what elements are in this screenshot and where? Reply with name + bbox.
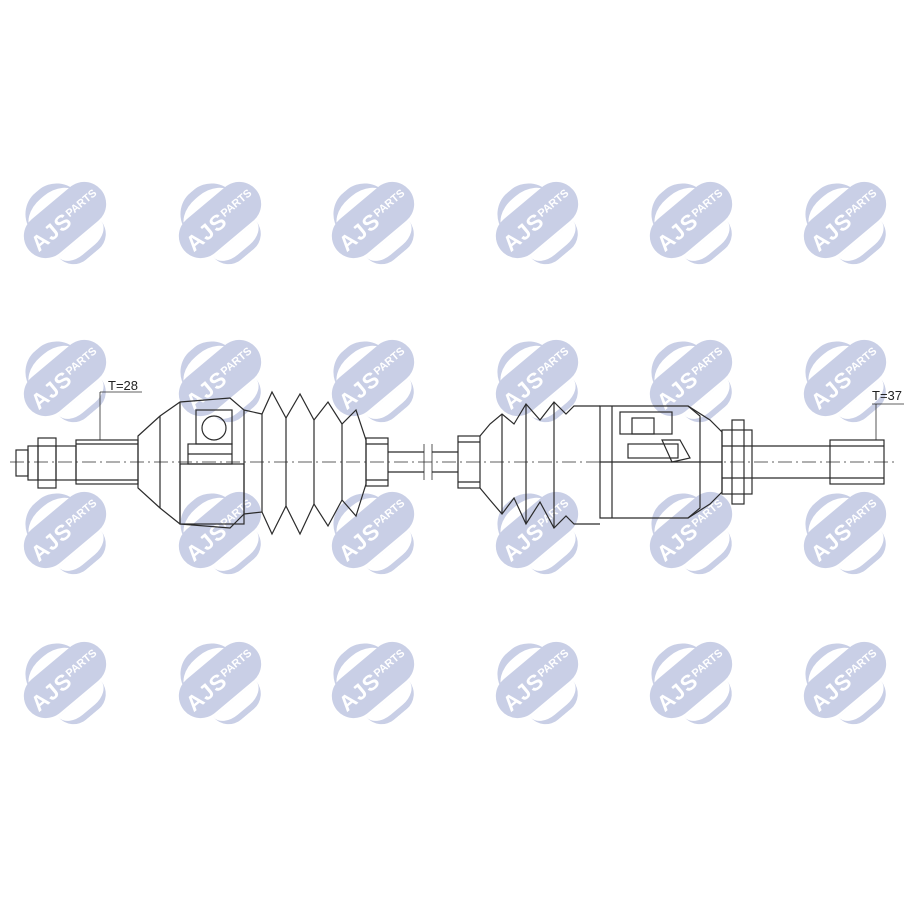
left-spline [75,391,142,485]
boot-clamp-right [457,435,481,489]
outer-cv-joint [137,397,245,529]
intermediate-shaft [388,444,458,480]
right-flange [721,419,753,505]
left-spline-label: T=28 [108,378,138,393]
right-spline [752,403,904,485]
boot-clamp-left [365,437,389,487]
inner-boot [479,401,600,529]
right-spline-label: T=37 [872,388,902,403]
inner-cv-joint [599,405,723,519]
left-stub-end [15,437,77,489]
outer-boot [243,390,367,536]
